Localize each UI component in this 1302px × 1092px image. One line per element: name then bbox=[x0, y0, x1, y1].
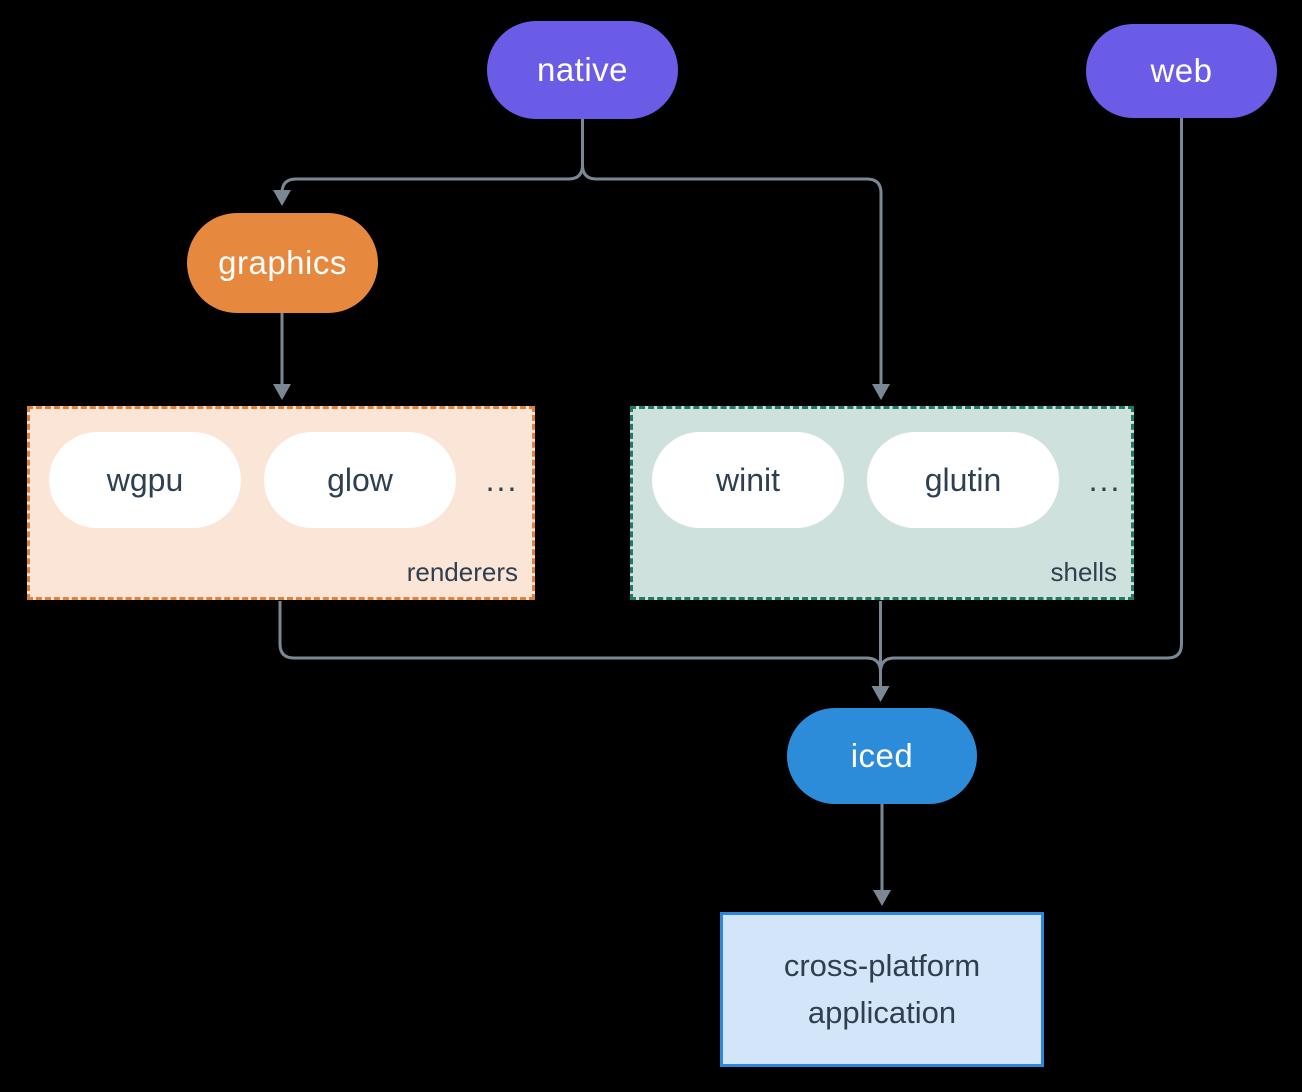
node-glutin: glutin bbox=[867, 432, 1059, 528]
node-winit: winit bbox=[652, 432, 844, 528]
shells-group-label: shells bbox=[1050, 557, 1117, 587]
node-graphics-label: graphics bbox=[218, 244, 347, 281]
app-label-line1: cross-platform bbox=[783, 948, 981, 983]
node-cross-platform-application: cross-platform application bbox=[720, 912, 1044, 1067]
node-graphics: graphics bbox=[187, 213, 378, 313]
arrowhead-iced bbox=[871, 686, 890, 702]
node-winit-label: winit bbox=[715, 461, 780, 498]
node-wgpu: wgpu bbox=[49, 432, 241, 528]
node-glow-label: glow bbox=[327, 461, 393, 498]
node-web-label: web bbox=[1150, 52, 1213, 89]
edge-renderers-to-iced bbox=[278, 601, 882, 678]
node-native-label: native bbox=[536, 51, 629, 88]
node-wgpu-label: wgpu bbox=[106, 461, 184, 498]
node-iced-label: iced bbox=[850, 737, 914, 774]
renderers-ellipsis: ... bbox=[485, 461, 519, 498]
node-glow: glow bbox=[264, 432, 456, 528]
arrowhead-renderers bbox=[273, 384, 291, 400]
group-shells: winit glutin ... shells bbox=[630, 406, 1134, 600]
shells-ellipsis: ... bbox=[1088, 461, 1122, 498]
arrowhead-app bbox=[873, 890, 891, 906]
node-native: native bbox=[487, 21, 678, 119]
edge-native-to-shells bbox=[581, 119, 883, 384]
group-renderers: wgpu glow ... renderers bbox=[27, 406, 535, 600]
edge-native-to-graphics bbox=[280, 119, 584, 194]
arrowhead-shells bbox=[872, 384, 890, 400]
node-web: web bbox=[1086, 24, 1277, 118]
node-iced: iced bbox=[787, 708, 977, 804]
arrowhead-graphics bbox=[273, 190, 291, 206]
app-label-line2: application bbox=[807, 994, 957, 1030]
renderers-group-label: renderers bbox=[406, 557, 518, 587]
node-glutin-label: glutin bbox=[924, 461, 1002, 498]
